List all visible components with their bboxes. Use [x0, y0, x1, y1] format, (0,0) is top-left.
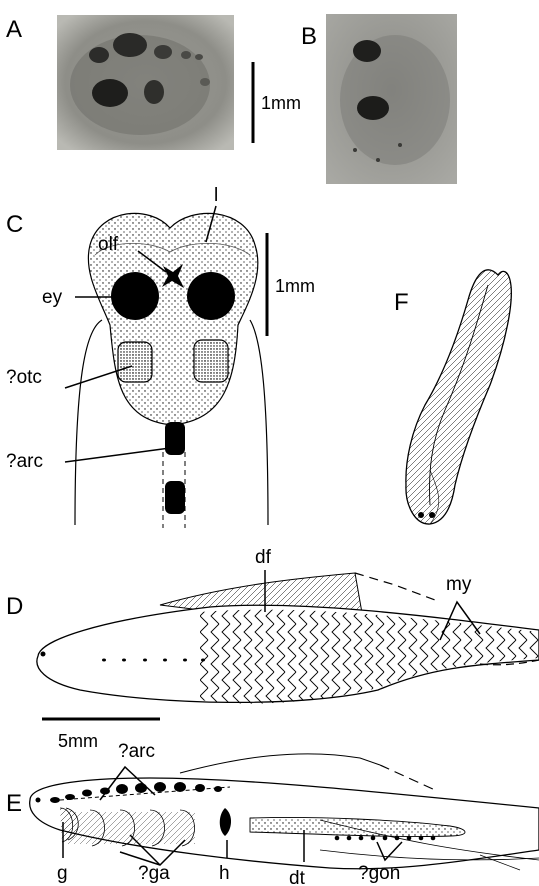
panel-e-letter: E	[6, 790, 22, 817]
arcualium-2	[165, 481, 185, 514]
panel-c-letter: C	[6, 211, 23, 238]
otic-capsule-left	[118, 342, 152, 382]
arcualium-1	[165, 422, 185, 455]
scale-bar-photo: 1mm	[253, 62, 301, 143]
fossil-photo-a	[57, 15, 234, 150]
panel-c: C olf l ey ?otc ?arc 1mm	[6, 185, 315, 528]
label-arc-e: ?arc	[118, 741, 155, 762]
panel-a-letter: A	[6, 16, 22, 43]
label-h: h	[219, 863, 230, 884]
label-l: l	[214, 185, 218, 206]
label-arc-c: ?arc	[6, 451, 43, 472]
panel-d-letter: D	[6, 593, 23, 620]
panel-b-letter: B	[301, 23, 317, 50]
label-g: g	[57, 863, 68, 884]
eye-left	[111, 272, 159, 320]
label-gon: ?gon	[358, 863, 400, 884]
panel-a: A	[6, 15, 234, 150]
specimen-f-body	[406, 270, 511, 524]
fossil-photo-b	[326, 14, 457, 184]
label-ey: ey	[42, 287, 63, 308]
panel-f: F	[394, 270, 511, 524]
panel-f-letter: F	[394, 289, 409, 316]
panel-b: B	[301, 14, 457, 184]
label-otc: ?otc	[6, 367, 42, 388]
panel-e: E	[6, 741, 539, 886]
eye-right	[187, 272, 235, 320]
label-dt: dt	[289, 868, 306, 886]
otic-capsule-right	[194, 340, 228, 382]
scale-bar-d-label: 5mm	[58, 731, 98, 751]
gill-arches	[60, 808, 195, 846]
label-my: my	[446, 574, 472, 595]
label-df: df	[255, 547, 272, 568]
label-ga: ?ga	[138, 863, 170, 884]
scale-bar-photo-label: 1mm	[261, 93, 301, 113]
scale-bar-c-label: 1mm	[275, 276, 315, 296]
panel-d: D df my 5mm	[6, 547, 539, 751]
label-olf: olf	[98, 234, 119, 255]
gonads	[335, 836, 436, 841]
